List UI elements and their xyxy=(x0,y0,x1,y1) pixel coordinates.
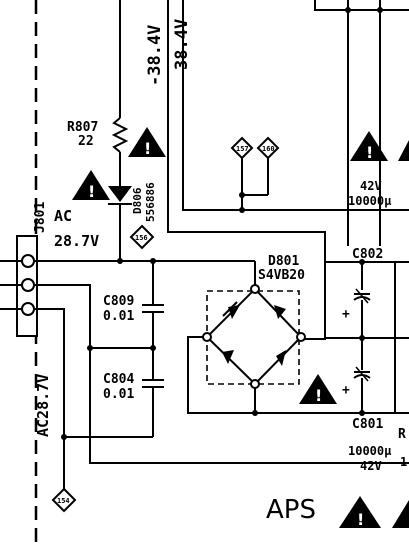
ac-voltage-label: 28.7V xyxy=(54,232,99,250)
c804-value: 0.01 xyxy=(103,387,134,402)
top-bus-wire xyxy=(314,0,409,11)
j801-pin-2 xyxy=(21,278,35,292)
pos-38-wire xyxy=(182,0,409,211)
c801-name: C801 xyxy=(352,417,383,432)
bridge-node xyxy=(250,379,260,389)
d806-value: 556886 xyxy=(144,182,157,222)
warning-triangle-icon: ! xyxy=(299,374,337,405)
j801-pin-3 xyxy=(21,302,35,316)
pin3-wire xyxy=(34,308,65,492)
bridge-node xyxy=(250,284,260,294)
d801-value: S4VB20 xyxy=(258,268,305,283)
bridge-node xyxy=(296,332,306,342)
c801-capacitor xyxy=(353,366,371,382)
r807-resistor xyxy=(111,117,129,153)
c802-capacitor xyxy=(353,288,371,304)
label-neg-38-4v: -38.4V xyxy=(145,25,165,86)
c802-voltage: 42V xyxy=(360,179,382,193)
d806-name: D806 xyxy=(131,187,144,214)
pin2-wire xyxy=(34,284,409,464)
svg-text:!: ! xyxy=(144,139,151,158)
c809-name: C809 xyxy=(103,294,134,309)
warning-triangle-icon: ! xyxy=(72,170,110,201)
svg-text:157: 157 xyxy=(236,145,249,153)
neg-38-wire xyxy=(167,0,326,340)
junction-dot xyxy=(239,207,245,213)
r807-name: R807 xyxy=(67,120,98,135)
bridge-node xyxy=(202,332,212,342)
c801-plus: + xyxy=(342,383,350,398)
node-156-tag: 156 xyxy=(129,224,155,250)
d806-diode xyxy=(108,186,132,202)
node-154-tag: 154 xyxy=(51,487,77,513)
svg-text:160: 160 xyxy=(262,145,275,153)
svg-text:!: ! xyxy=(315,386,322,405)
one-partial-label: 1 xyxy=(400,455,407,469)
c804-name: C804 xyxy=(103,372,134,387)
bridge-diode xyxy=(222,350,234,364)
svg-text:156: 156 xyxy=(135,234,148,242)
ac-label: AC xyxy=(54,207,72,225)
node-157-tag: 157 xyxy=(230,136,254,160)
c802-value: 10000µ xyxy=(348,194,391,208)
warning-triangle-icon xyxy=(398,140,409,161)
svg-text:154: 154 xyxy=(57,497,70,505)
r-partial-label: R xyxy=(398,427,406,442)
aps-label: APS xyxy=(266,495,316,525)
j801-label: J801 xyxy=(33,202,48,233)
c801-voltage: 42V xyxy=(360,459,382,473)
d801-outline xyxy=(206,290,300,385)
c801-value: 10000µ xyxy=(348,444,391,458)
bridge-left-wire xyxy=(187,336,409,414)
c802-name: C802 xyxy=(352,247,383,262)
d801-name: D801 xyxy=(268,254,299,269)
c802-plus: + xyxy=(342,307,350,322)
bridge-diode xyxy=(276,350,286,366)
r807-value: 22 xyxy=(78,134,94,149)
junction-dot xyxy=(117,258,123,264)
junction-dot xyxy=(252,410,258,416)
svg-text:!: ! xyxy=(366,143,373,162)
warning-triangle-icon: ! xyxy=(350,131,388,162)
svg-text:!: ! xyxy=(357,510,364,529)
ac28-7v-label: AC28.7V xyxy=(34,374,52,437)
c809-value: 0.01 xyxy=(103,309,134,324)
warning-triangle-icon: ! xyxy=(339,496,381,529)
junction-dot xyxy=(239,192,245,198)
warning-triangle-icon: ! xyxy=(128,127,166,158)
svg-text:!: ! xyxy=(88,182,95,201)
d801-bridge xyxy=(205,287,303,386)
junction-dot xyxy=(359,410,365,416)
j801-pin-1 xyxy=(21,254,35,268)
junction-dot xyxy=(150,345,156,351)
bridge-diode xyxy=(222,301,240,319)
warning-triangle-icon xyxy=(392,500,409,528)
bridge-diode xyxy=(274,305,286,319)
node-160-tag: 160 xyxy=(256,136,280,160)
